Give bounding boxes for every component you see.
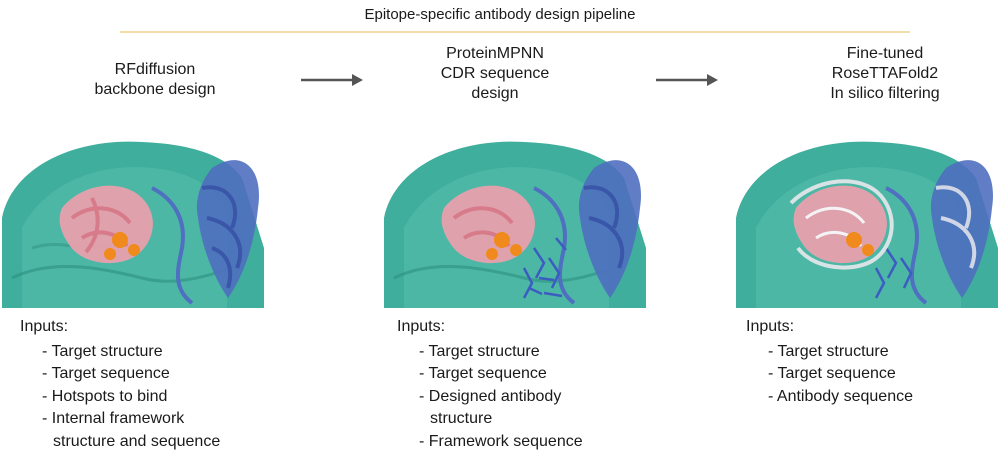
input-item: Target sequence: [768, 363, 996, 386]
stage-1-inputs: Inputs: Target structure Target sequence…: [20, 316, 280, 453]
input-item: Framework sequence: [419, 431, 657, 453]
inputs-list: Target structure Target sequence Designe…: [397, 341, 657, 453]
inputs-list: Target structure Target sequence Hotspot…: [20, 341, 280, 453]
input-item: Antibody sequence: [768, 386, 996, 409]
stage-1-title: RFdiffusion backbone design: [60, 60, 250, 100]
arrow-right-icon: [301, 74, 363, 86]
stage-3-title-line: RoseTTAFold2: [831, 65, 939, 82]
stage-3-title: Fine-tuned RoseTTAFold2 In silico filter…: [790, 44, 980, 104]
stage-3-inputs: Inputs: Target structure Target sequence…: [746, 316, 996, 408]
stage-2-inputs: Inputs: Target structure Target sequence…: [397, 316, 657, 453]
stage-1-title-line: backbone design: [94, 81, 216, 98]
stage-2-title: ProteinMPNN CDR sequence design: [400, 44, 590, 104]
panel-2-structure-image: [384, 141, 646, 308]
stage-1-title-line: RFdiffusion: [114, 61, 196, 78]
input-item: Target sequence: [419, 363, 657, 386]
input-item: Target structure: [768, 341, 996, 364]
panel-1-structure-image: [2, 141, 264, 308]
input-item: Internal framework structure and sequenc…: [42, 408, 248, 453]
input-item: Target sequence: [42, 363, 280, 386]
input-item: Designed antibody structure: [419, 386, 600, 431]
title-divider: [120, 31, 910, 33]
stage-2-title-line: CDR sequence: [440, 65, 550, 82]
input-item: Target structure: [419, 341, 657, 364]
panel-3-structure-image: [736, 141, 998, 308]
inputs-label: Inputs:: [746, 318, 795, 335]
arrow-right-icon: [656, 74, 718, 86]
inputs-list: Target structure Target sequence Antibod…: [746, 341, 996, 409]
inputs-label: Inputs:: [20, 318, 69, 335]
stage-2-title-line: design: [471, 85, 519, 102]
input-item: Target structure: [42, 341, 280, 364]
pipeline-title: Epitope-specific antibody design pipelin…: [364, 6, 636, 23]
stage-3-title-line: Fine-tuned: [846, 45, 924, 62]
stage-3-title-line: In silico filtering: [830, 85, 940, 102]
input-item: Hotspots to bind: [42, 386, 280, 409]
stage-2-title-line: ProteinMPNN: [446, 45, 544, 62]
inputs-label: Inputs:: [397, 318, 446, 335]
